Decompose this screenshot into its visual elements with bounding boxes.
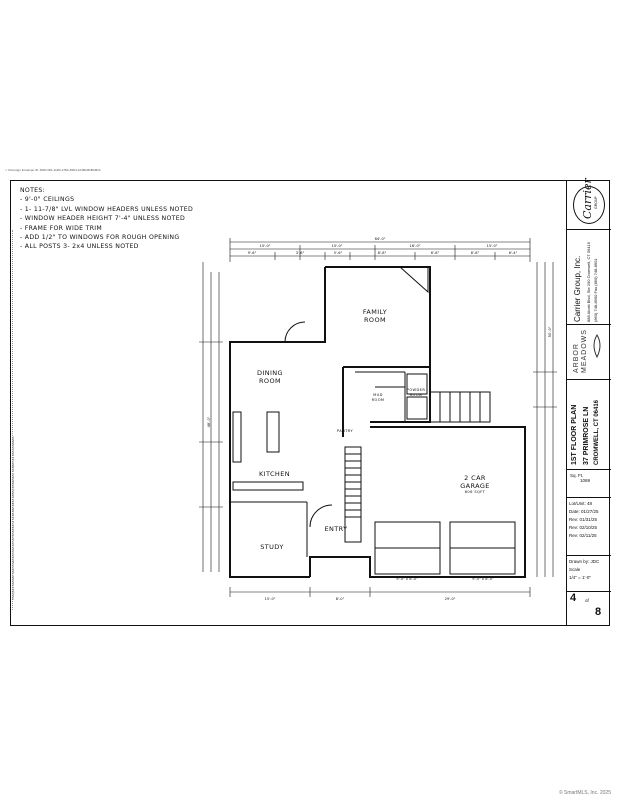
notes-title: NOTES: [20, 187, 46, 194]
entry-label: ENTRY [324, 525, 348, 533]
dim-top-sub: 9'-6" [248, 251, 257, 255]
dim-top-sub: 6'-8" [431, 251, 440, 255]
drawn-cell: Drawn by: JDC Scale 1/4" = 1'-0" [567, 556, 611, 592]
logo-cell: Carrier GROUP [567, 178, 611, 230]
left-disclaimer: These plans have been drawn to meet loca… [12, 230, 16, 610]
garage-label-line1: 2 CAR [464, 474, 486, 482]
dim-bottom: 8'-0" [336, 597, 345, 601]
revision: Rev: 01/31/25 [569, 517, 598, 522]
dim-left-total: 48'-0" [207, 416, 211, 427]
dim-top: 16'-0" [410, 244, 421, 248]
dim-bottom: 29'-0" [445, 597, 456, 601]
project-city: CROMWELL, CT 06416 [594, 399, 600, 465]
note-item: - FRAME FOR WIDE TRIM [20, 224, 103, 232]
company-cell: Carrier Group, Inc. 888 Alcott Blvd, Ste… [567, 230, 611, 325]
note-item: - WINDOW HEADER HEIGHT 7'-4" UNLESS NOTE… [20, 215, 186, 223]
scale-label: Scale [569, 567, 581, 572]
drawing-sheet-border [10, 180, 610, 626]
dim-top-sub: 3'-6" [296, 251, 305, 255]
revision: Rev: 02/10/25 [569, 525, 598, 530]
logo-brand-sub: GROUP [594, 196, 598, 209]
note-item: - ALL POSTS 3- 2x4 UNLESS NOTED [20, 243, 139, 251]
company-address: 888 Alcott Blvd, Ste 200 Cromwell, CT 06… [586, 242, 591, 322]
dim-top-sub: 8'-8" [378, 251, 387, 255]
stairs [344, 446, 362, 543]
note-item: - 9'-0" CEILINGS [20, 196, 75, 204]
kitchen-island [266, 411, 280, 453]
community-name: ARBOR MEADOWS [573, 329, 588, 373]
revision-cell: Lot/Unit: 48 Date: 01/27/25 Rev: 01/31/2… [567, 498, 611, 556]
dining-room-label-line2: ROOM [259, 377, 281, 385]
sheet-title: 1ST FLOOR PLAN [571, 404, 578, 465]
project-cell: 1ST FLOOR PLAN 37 PRIMROSE LN CROMWELL, … [567, 380, 611, 470]
project-street: 37 PRIMROSE LN [583, 406, 590, 465]
scale-value: 1/4" = 1'-0" [569, 575, 591, 580]
powder-room-label: POWDER ROOM [404, 388, 428, 397]
dining-room-label-line1: DINING [256, 369, 283, 377]
pantry-label: PANTRY [336, 429, 354, 433]
mud-room-label-line1: MUD [373, 393, 383, 397]
kitchen-counter-bottom [232, 481, 304, 491]
drawn-by: Drawn by: JDC [569, 559, 600, 564]
docusign-header: ✓ Docusign Envelope ID: 46DF4D1-1H60-478… [5, 168, 101, 172]
dim-bottom: 15'-0" [265, 597, 276, 601]
sheet-number-cell: 4 of 8 [567, 592, 611, 626]
date: Date: 01/27/25 [569, 509, 599, 514]
carrier-logo: Carrier GROUP [573, 178, 605, 224]
left-disclaimer-text: These plans have been drawn to meet loca… [12, 435, 15, 600]
dim-right-total: 50'-0" [548, 326, 552, 337]
company-phone: (860) 748-8900 Fax (860) 748-8901 [593, 258, 598, 322]
sheet-of: of [585, 598, 589, 603]
smartmls-footer: © SmartMLS, Inc. 2025 [558, 790, 611, 796]
sqft-value: 1069 [580, 478, 591, 483]
garage-door-label: 9'-0" x 8'-0" [472, 577, 494, 581]
west-walls [229, 267, 326, 578]
family-door-swing [284, 321, 306, 343]
kitchen-label: KITCHEN [259, 470, 290, 478]
title-block: Carrier GROUP Carrier Group, Inc. 888 Al… [566, 178, 611, 626]
fireplace [398, 266, 429, 294]
sheet-total: 8 [595, 606, 602, 618]
garage-label-line2: GARAGE [460, 482, 490, 490]
note-item: - 1- 11-7/8" LVL WINDOW HEADERS UNLESS N… [20, 205, 194, 213]
company-name: Carrier Group, Inc. [573, 255, 582, 322]
lot-unit: Lot/Unit: 48 [569, 501, 593, 506]
tree-logo-icon [593, 334, 601, 359]
community-cell: ARBOR MEADOWS [567, 325, 611, 380]
powder-room-label-line2: ROOM [409, 392, 423, 397]
family-room-walls [325, 266, 431, 368]
family-room-label-line2: ROOM [364, 316, 386, 324]
sqft-cell: Sq. Ft. 1069 [567, 470, 611, 498]
powder-room-label-line1: POWDER [406, 388, 426, 392]
family-room-label-line1: FAMILY [362, 308, 388, 316]
garage-label: 2 CAR GARAGE 606 SQFT [450, 474, 500, 495]
dim-top: 15'-0" [487, 244, 498, 248]
dim-top-sub: 5'-6" [334, 251, 343, 255]
dim-overall: 64'-0" [375, 237, 386, 241]
garage-steps [429, 391, 491, 423]
kitchen-counter [232, 411, 242, 463]
sheet-number: 4 [570, 592, 577, 604]
study-label: STUDY [260, 543, 284, 551]
logo-brand: Carrier [581, 178, 594, 219]
garage-area: 606 SQFT [464, 490, 486, 494]
family-room-label: FAMILY ROOM [355, 308, 395, 324]
revision: Rev: 02/11/25 [569, 533, 597, 538]
dining-room-label: DINING ROOM [250, 369, 290, 385]
dim-top: 15'-0" [260, 244, 271, 248]
mud-room-label-line2: ROOM [371, 397, 385, 402]
dim-top-sub: 8'-8" [471, 251, 480, 255]
dim-top-sub: 6'-4" [509, 251, 518, 255]
floor-plan: 64'-0" 15'-0" 15'-0" 16'-0" 15'-0" 9'-6"… [199, 237, 557, 601]
sqft-label: Sq. Ft. [570, 473, 584, 478]
note-item: - ADD 1/2" TO WINDOWS FOR ROUGH OPENING [20, 234, 180, 242]
garage-walls [309, 426, 526, 578]
mud-room-label: MUD ROOM [367, 393, 389, 402]
garage-door-label: 9'-0" x 8'-0" [396, 577, 418, 581]
notes-block: NOTES: - 9'-0" CEILINGS - 1- 11-7/8" LVL… [20, 186, 193, 252]
dim-top: 15'-0" [332, 244, 343, 248]
entry-door-swing [309, 504, 333, 528]
